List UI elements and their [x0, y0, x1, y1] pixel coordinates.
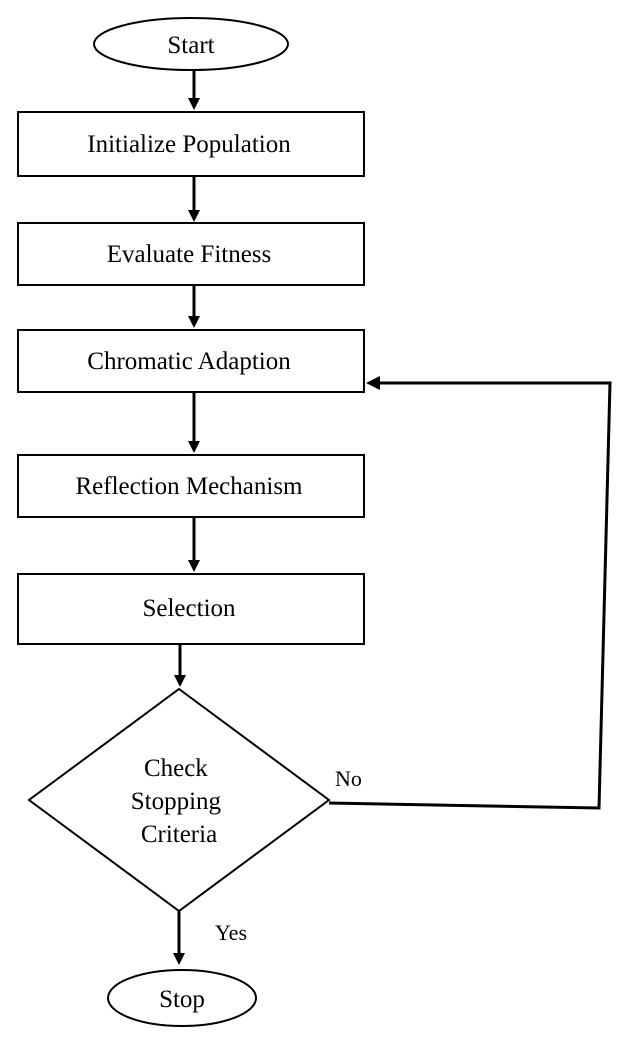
decision-label-line-1: Check — [144, 755, 208, 782]
selection-label: Selection — [142, 595, 236, 622]
start-label: Start — [167, 32, 214, 59]
connector-evaluate-to-chromatic — [188, 285, 200, 328]
connector-chromatic-to-reflection — [188, 392, 200, 453]
stop-node: Stop — [107, 969, 257, 1027]
process-evaluate-fitness: Evaluate Fitness — [17, 222, 365, 286]
reflection-mechanism-label: Reflection Mechanism — [75, 473, 303, 500]
connector-yes-to-stop — [173, 911, 185, 965]
connector-start-to-initialize — [188, 70, 200, 110]
connector-no-loop-to-chromatic — [328, 376, 612, 810]
process-initialize-population: Initialize Population — [17, 111, 365, 177]
connector-selection-to-decision — [174, 644, 186, 687]
decision-check-stopping-criteria: Check Stopping Criteria — [27, 687, 331, 913]
process-chromatic-adaption: Chromatic Adaption — [17, 329, 365, 393]
process-selection: Selection — [17, 573, 365, 645]
chromatic-adaption-label: Chromatic Adaption — [87, 348, 291, 375]
decision-label-line-2: Stopping — [131, 788, 222, 815]
decision-label: Check Stopping Criteria — [131, 755, 228, 848]
stop-label: Stop — [159, 986, 205, 1013]
evaluate-fitness-label: Evaluate Fitness — [107, 241, 272, 268]
initialize-population-label: Initialize Population — [87, 131, 291, 158]
process-reflection-mechanism: Reflection Mechanism — [17, 454, 365, 518]
connector-initialize-to-evaluate — [188, 176, 200, 222]
branch-yes-label: Yes — [215, 920, 247, 945]
start-node: Start — [93, 17, 289, 71]
branch-no-label: No — [335, 766, 362, 791]
decision-label-line-3: Criteria — [141, 821, 217, 848]
connector-reflection-to-selection — [188, 517, 200, 572]
